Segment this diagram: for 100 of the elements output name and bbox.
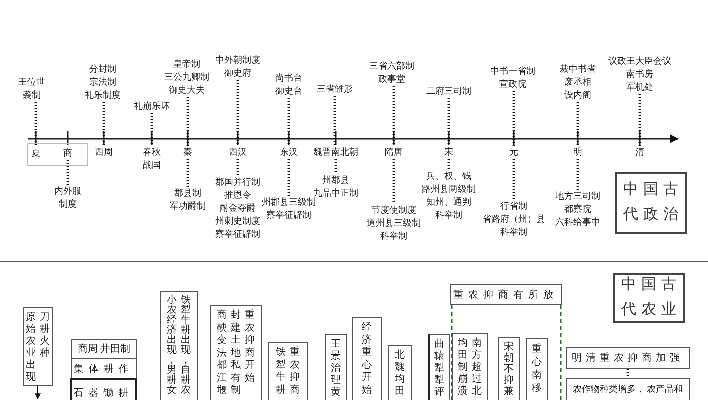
event-text: 南方超过北 bbox=[472, 338, 482, 398]
event-text: 经济重心开始 bbox=[362, 322, 372, 397]
dotted-connector bbox=[334, 96, 336, 146]
dotted-connector bbox=[236, 159, 240, 176]
period-box bbox=[27, 143, 88, 166]
event-text: 重农抑商 bbox=[290, 347, 300, 397]
institution-label: 政事堂 bbox=[378, 73, 406, 86]
event-text: 宋朝不抑兼 bbox=[504, 342, 514, 397]
dotted-connector bbox=[626, 369, 630, 378]
institution-label: 内外服制度 bbox=[53, 185, 83, 211]
event-box bbox=[160, 291, 198, 400]
dotted-connector bbox=[448, 98, 450, 146]
event-box bbox=[71, 358, 137, 379]
dotted-connector bbox=[236, 80, 240, 146]
institution-label: 军机处 bbox=[626, 81, 654, 94]
institution-label: 察举征辟制 bbox=[214, 228, 262, 241]
institution-label: 三省六部制 bbox=[368, 60, 416, 73]
period-label: 隋唐 bbox=[382, 146, 406, 159]
period-label: 春秋战国 bbox=[141, 146, 163, 172]
institution-label: 道州县三级制 bbox=[366, 217, 422, 230]
event-text: 重农抑商开始 bbox=[244, 310, 256, 385]
period-label: 商 bbox=[61, 147, 75, 160]
dotted-connector bbox=[448, 159, 450, 170]
dotted-connector bbox=[66, 160, 70, 185]
institution-label: 中外朝制度 bbox=[214, 54, 262, 67]
institution-label: 裁中书省 bbox=[559, 63, 597, 76]
period-label: 魏晋南北朝 bbox=[308, 146, 364, 159]
event-box bbox=[268, 342, 308, 400]
event-box bbox=[450, 284, 562, 305]
event-text: 刀耕火种 bbox=[40, 312, 50, 360]
institution-label: 设内阁 bbox=[564, 89, 592, 102]
event-text: 小农经济出现，男耕女 bbox=[166, 296, 178, 396]
event-text: 原始农业出现 bbox=[26, 312, 36, 384]
event-text: 石器锄耕 bbox=[74, 386, 134, 400]
event-box bbox=[566, 378, 690, 400]
dotted-connector bbox=[186, 159, 190, 187]
dotted-connector bbox=[150, 113, 154, 146]
institution-label: 知州、通判 bbox=[426, 196, 472, 209]
dotted-connector bbox=[186, 97, 190, 146]
institution-label: 酎金夺爵 bbox=[219, 202, 257, 215]
institution-label: 议政王大臣会议 bbox=[608, 55, 672, 68]
institution-label: 郡国并行制 bbox=[214, 176, 262, 189]
event-text: 均田制崩溃 bbox=[458, 338, 468, 398]
dotted-connector bbox=[576, 102, 580, 146]
event-text: 商周 井田制 bbox=[78, 342, 130, 356]
event-box bbox=[388, 345, 412, 400]
event-box bbox=[452, 333, 488, 400]
institution-label: 御史府 bbox=[224, 67, 252, 80]
dotted-connector bbox=[334, 159, 338, 174]
institution-label: 皇帝制 bbox=[172, 58, 202, 71]
event-text: 封建土地私有制 bbox=[230, 310, 242, 398]
period-label: 夏 bbox=[29, 147, 43, 160]
event-text: 明清重农抑商加强 bbox=[572, 352, 684, 365]
period-label: 明 bbox=[571, 146, 585, 159]
event-box bbox=[325, 334, 347, 400]
institution-label: 兵、权、钱 bbox=[426, 170, 472, 183]
institution-label: 都察院 bbox=[564, 203, 592, 216]
title-text: 中国古代农业 bbox=[620, 276, 682, 320]
institution-label: 废丞相 bbox=[564, 76, 592, 89]
title-text: 中国古代政治 bbox=[622, 180, 684, 225]
institution-label: 州刺史制度 bbox=[214, 215, 262, 228]
event-text: 铁犁牛耕 bbox=[276, 347, 286, 397]
period-label: 西汉 bbox=[226, 146, 250, 159]
title-box bbox=[613, 273, 685, 323]
institution-label: 御史台 bbox=[274, 85, 304, 98]
institution-label: 路州县两级制 bbox=[421, 183, 477, 196]
event-text: 曲辕犁犁评 bbox=[434, 339, 445, 399]
event-text: 集体耕作 bbox=[74, 362, 134, 376]
institution-label: 军功爵制 bbox=[169, 200, 207, 213]
period-label: 西周 bbox=[92, 146, 116, 159]
event-text: 铁犁牛耕出现，自耕农 bbox=[180, 296, 192, 396]
dotted-connector bbox=[102, 102, 106, 146]
institution-label: 二府三司制 bbox=[424, 85, 474, 98]
institution-label: 分封制 bbox=[88, 63, 118, 76]
institution-label: 九品中正制 bbox=[314, 187, 360, 198]
institution-label: 尚书台 bbox=[274, 72, 304, 85]
institution-label: 省路府（州）县 bbox=[482, 213, 546, 226]
event-box bbox=[428, 334, 450, 400]
period-label: 元 bbox=[507, 146, 521, 159]
institution-label: 州郡县三级制 bbox=[261, 197, 316, 209]
dotted-connector bbox=[288, 98, 290, 146]
dotted-connector bbox=[392, 159, 396, 204]
dotted-connector bbox=[512, 159, 516, 200]
event-text: 北魏均田 bbox=[394, 350, 406, 398]
event-box bbox=[210, 305, 262, 400]
event-box bbox=[498, 337, 520, 400]
title-box bbox=[615, 172, 687, 234]
institution-label: 礼崩乐坏 bbox=[127, 100, 177, 113]
event-box bbox=[566, 347, 690, 369]
period-label: 清 bbox=[633, 146, 647, 159]
period-label: 东汉 bbox=[277, 146, 301, 159]
dotted-connector bbox=[288, 159, 290, 196]
institution-label: 科举制 bbox=[500, 226, 528, 239]
event-text: 商鞅变法都江堰 bbox=[216, 310, 228, 398]
dotted-connector bbox=[512, 91, 516, 146]
event-text: 重农抑商有所放 bbox=[454, 288, 558, 302]
institution-label: 郡县制 bbox=[174, 187, 202, 200]
event-text: 农作物种类增多， 农产品和 bbox=[572, 383, 684, 396]
institution-label: 推恩令 bbox=[224, 189, 252, 202]
institution-label: 三省雏形 bbox=[310, 83, 360, 96]
